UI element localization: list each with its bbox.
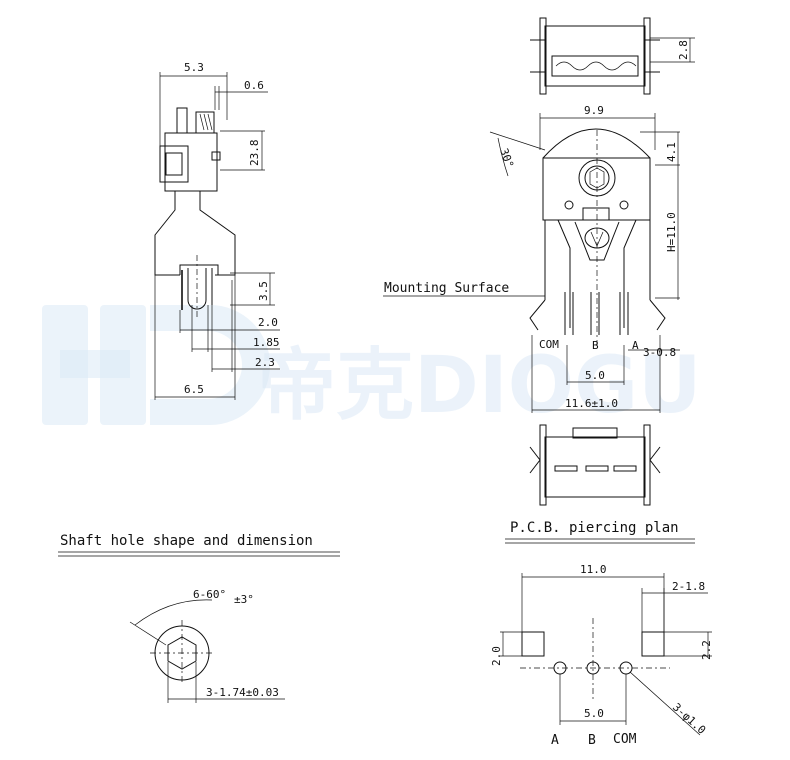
- shaft-across-flats: 3-1.74±0.03: [206, 686, 279, 699]
- bottom-view: [529, 424, 661, 506]
- dim-height: H=11.0: [665, 212, 678, 252]
- dim-cap-height: 4.1: [665, 142, 678, 162]
- pin-b-label: B: [592, 339, 599, 352]
- mounting-surface-label: Mounting Surface: [384, 281, 509, 296]
- pcb-hole-dia: 3-φ1.0: [670, 701, 708, 737]
- pcb-slot-height: 2.0: [490, 646, 503, 666]
- dim-body-height: 23.8: [248, 140, 261, 167]
- pcb-pitch: 5.0: [584, 707, 604, 720]
- dim-top-height: 2.8: [677, 40, 690, 60]
- pcb-slot-h2: 2.2: [700, 640, 713, 660]
- shaft-angle-tol: ±3°: [234, 593, 254, 606]
- dim-c: 2.3: [255, 356, 275, 369]
- dim-front-width: 9.9: [584, 104, 604, 117]
- dim-overall-width: 11.6±1.0: [565, 397, 618, 410]
- pin-com-label: COM: [539, 338, 559, 351]
- dim-pin-pitch: 5.0: [585, 369, 605, 382]
- watermark-text: 帝克DIOGU: [258, 341, 701, 431]
- pin-width: 3-0.8: [643, 346, 676, 359]
- pcb-span: 11.0: [580, 563, 607, 576]
- dim-top-width: 5.3: [184, 61, 204, 74]
- pcb-plan-title: P.C.B. piercing plan: [510, 520, 679, 536]
- pcb-label-b: B: [588, 733, 596, 748]
- pin-a-label: A: [632, 339, 639, 352]
- pcb-label-a: A: [551, 733, 559, 748]
- shaft-hole-title: Shaft hole shape and dimension: [60, 533, 313, 549]
- pcb-label-com: COM: [613, 732, 637, 747]
- dim-angle: 30°: [497, 147, 516, 170]
- pcb-slot-width: 2-1.8: [672, 580, 705, 593]
- watermark: 帝克DIOGU: [42, 305, 701, 431]
- dim-a: 2.0: [258, 316, 278, 329]
- side-view: 5.3 0.6 23.8 3.5 2.0 1.85 2.3 6.5: [154, 61, 280, 400]
- dim-gap: 0.6: [244, 79, 264, 92]
- dim-b: 1.85: [253, 336, 280, 349]
- shaft-angle-label: 6-60°: [193, 588, 226, 601]
- pcb-plan-section: P.C.B. piercing plan 11.0 2-1.8 2.0 2.2 …: [490, 520, 713, 748]
- dim-bottom-width: 6.5: [184, 383, 204, 396]
- front-view: 9.9 30° 4.1 H=11.0 Mounting Surface COM …: [383, 104, 680, 413]
- top-view: 2.8: [530, 17, 695, 95]
- shaft-hole-section: Shaft hole shape and dimension 6-60° ±3°…: [58, 533, 340, 703]
- dim-slot-height: 3.5: [257, 281, 270, 301]
